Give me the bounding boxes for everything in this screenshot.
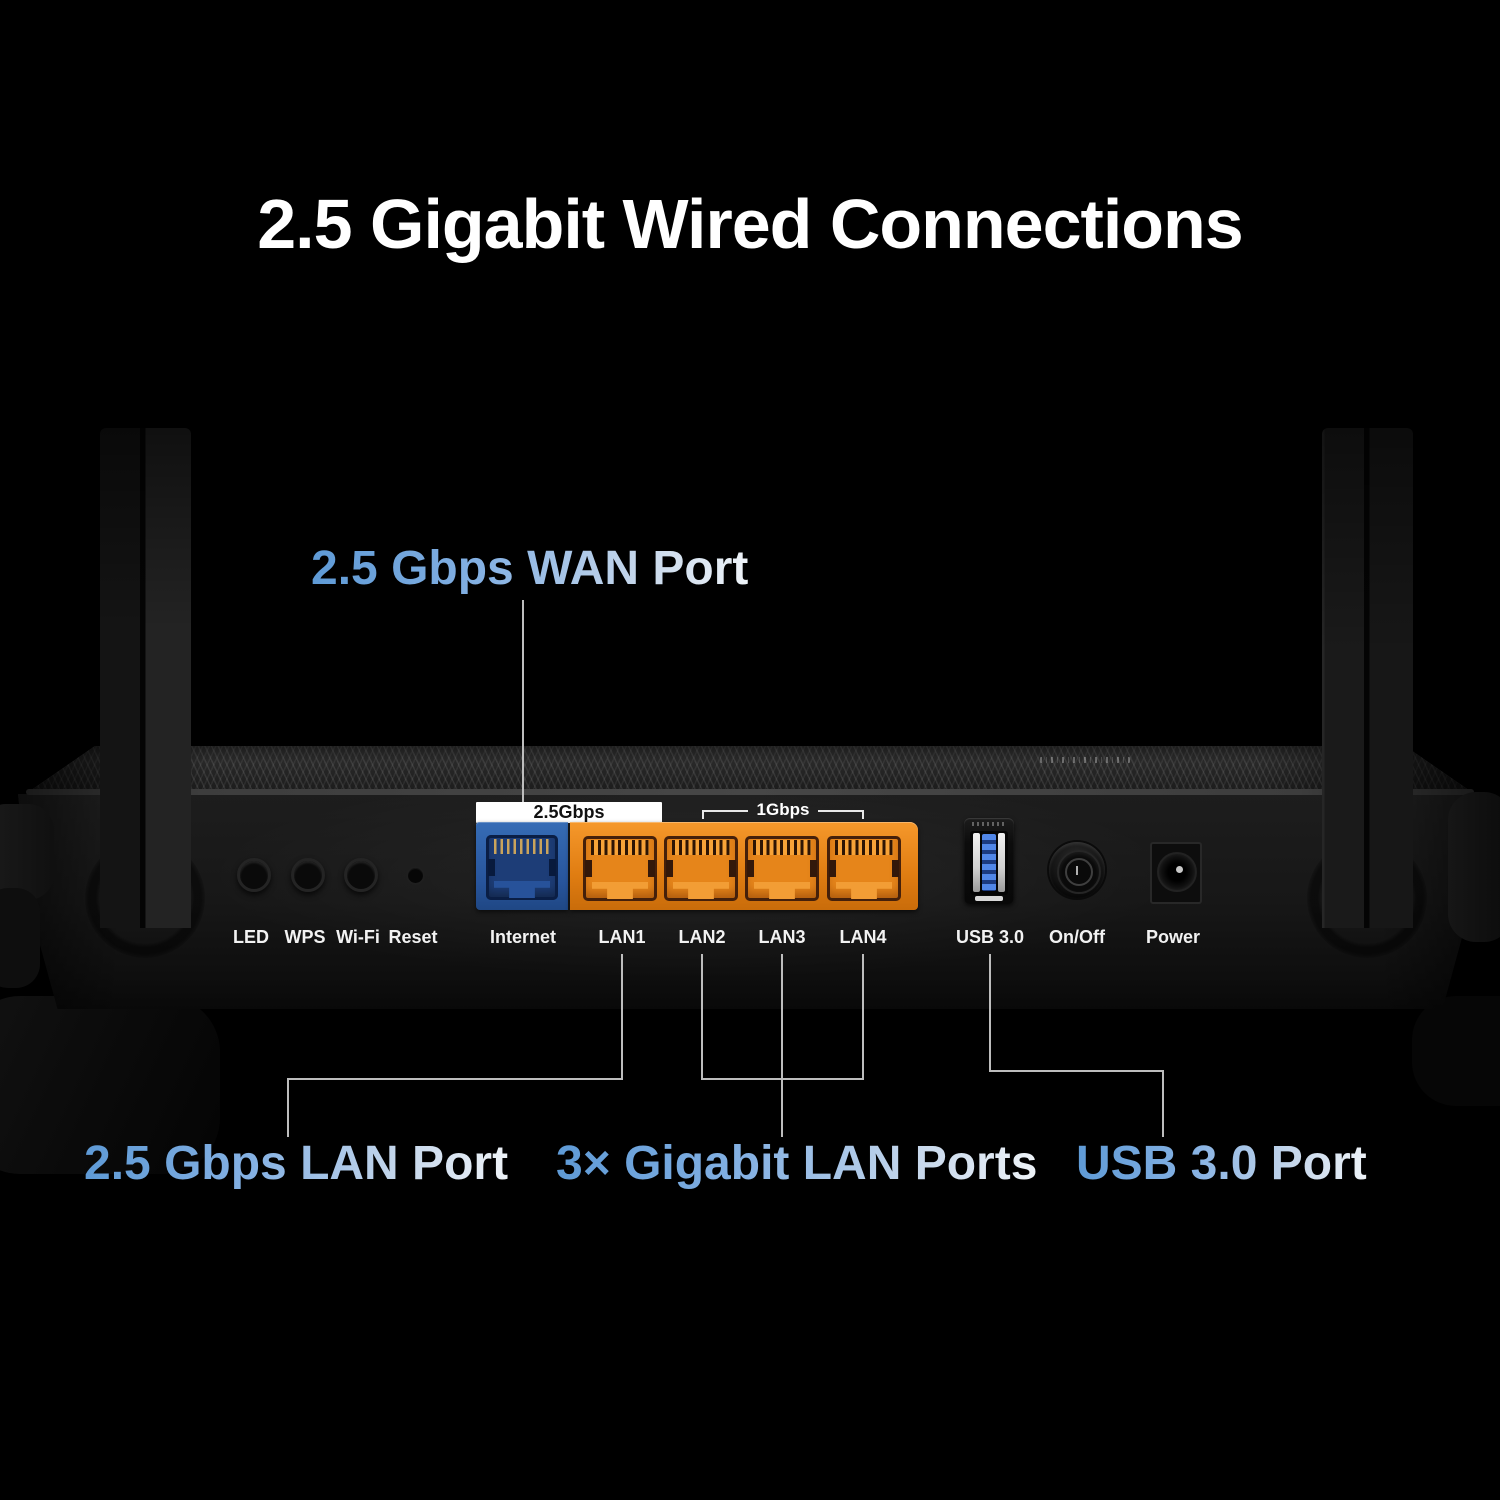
brand-marking <box>1040 757 1130 763</box>
usb-molded-text <box>972 822 1006 826</box>
lan1-port <box>583 836 657 901</box>
lan1-callout-line-h <box>287 1078 623 1080</box>
page-title: 2.5 Gigabit Wired Connections <box>257 185 1244 263</box>
lan25-callout-label: 2.5 Gbps LAN Port <box>84 1137 509 1190</box>
power-button <box>1057 850 1101 894</box>
port-latch <box>729 860 736 877</box>
port-latch <box>829 860 836 877</box>
gigabit-callout-label: 3× Gigabit LAN Ports <box>556 1137 1038 1190</box>
port-pins <box>591 840 649 855</box>
label-wps: WPS <box>284 927 326 947</box>
port-tab <box>836 882 892 899</box>
lan2-callout-line <box>701 954 703 1080</box>
port-tab <box>494 881 550 898</box>
gigabit-speed-bracket: 1Gbps <box>702 801 864 820</box>
wifi-button <box>344 858 378 892</box>
label-lan2: LAN2 <box>678 927 726 947</box>
port-latch <box>488 859 495 876</box>
port-latch <box>585 860 592 877</box>
usb-callout-line-v2 <box>1162 1070 1164 1137</box>
left-antenna <box>100 428 191 928</box>
lan1-callout-line-v2 <box>287 1078 289 1137</box>
lan4-port <box>827 836 901 901</box>
router-right-foot <box>1412 996 1500 1106</box>
label-lan1: LAN1 <box>598 927 646 947</box>
port-latch <box>892 860 899 877</box>
usb-shield-rail <box>998 833 1005 892</box>
usb-bottom-lip <box>975 896 1003 901</box>
label-reset: Reset <box>388 927 438 947</box>
port-latch <box>747 860 754 877</box>
lan3-port <box>745 836 819 901</box>
router-top-vent-surface <box>30 746 1470 791</box>
left-antenna-hinge <box>0 804 54 900</box>
port-pins <box>672 840 730 855</box>
port-pins <box>494 839 550 854</box>
left-antenna-hinge-lower <box>0 888 40 988</box>
power-jack-pin <box>1176 866 1183 873</box>
power-button-mark <box>1076 866 1078 875</box>
lan-speed-tag: 1Gbps <box>756 800 810 819</box>
bracket-tick-right <box>862 810 864 819</box>
lan1-callout-line-v <box>621 954 623 1080</box>
wan-speed-tag: 2.5Gbps <box>476 802 662 823</box>
label-wifi: Wi-Fi <box>336 927 380 947</box>
right-antenna <box>1322 428 1413 928</box>
port-tab <box>673 882 729 899</box>
lan2-port <box>664 836 738 901</box>
label-usb30: USB 3.0 <box>955 927 1025 947</box>
reset-button <box>406 866 425 885</box>
lan4-callout-line <box>862 954 864 1080</box>
label-lan3: LAN3 <box>758 927 806 947</box>
usb-blue-tongue <box>982 834 996 891</box>
lan3-callout-line <box>781 954 783 1137</box>
usb-callout-line-h <box>989 1070 1164 1072</box>
port-latch <box>666 860 673 877</box>
port-latch <box>810 860 817 877</box>
bracket-tick-left <box>702 810 704 819</box>
label-led: LED <box>233 927 269 947</box>
label-lan4: LAN4 <box>839 927 887 947</box>
usb-shield-rail <box>973 833 980 892</box>
port-tab <box>592 882 648 899</box>
label-internet: Internet <box>489 927 557 947</box>
wan-callout-line <box>522 600 524 802</box>
gigabit-callout-line-h <box>701 1078 864 1080</box>
power-button-ring <box>1065 858 1093 886</box>
wan-callout-label: 2.5 Gbps WAN Port <box>311 542 749 595</box>
port-pins <box>753 840 811 855</box>
led-button <box>237 858 271 892</box>
bracket-line-left <box>702 810 748 812</box>
bracket-line-right <box>818 810 864 812</box>
port-latch <box>549 859 556 876</box>
port-tab <box>754 882 810 899</box>
router-top-edge <box>26 789 1474 795</box>
label-power: Power <box>1145 927 1201 947</box>
router-left-foot <box>0 996 220 1174</box>
label-onoff: On/Off <box>1049 927 1105 947</box>
port-latch <box>648 860 655 877</box>
port-pins <box>835 840 893 855</box>
right-antenna-hinge <box>1448 792 1500 942</box>
usb-callout-line-v <box>989 954 991 1072</box>
internet-port <box>486 835 558 900</box>
usb-callout-label: USB 3.0 Port <box>1076 1137 1367 1190</box>
wps-button <box>291 858 325 892</box>
